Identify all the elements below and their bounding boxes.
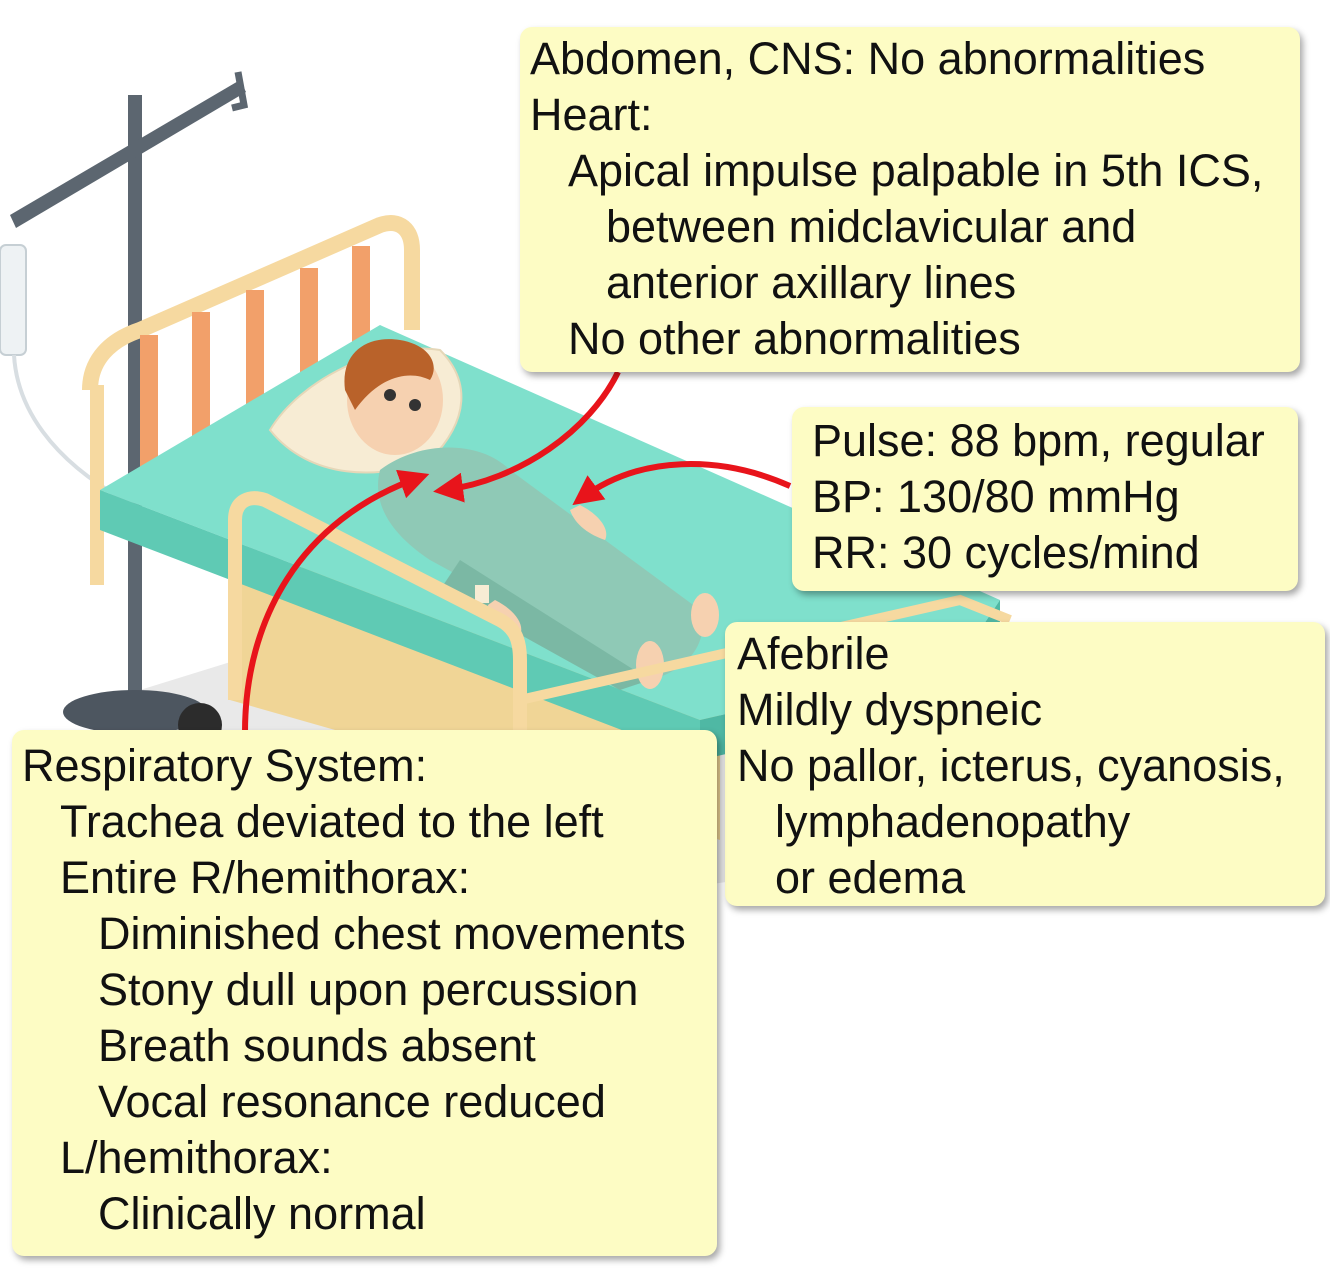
vitals-line-bp: BP: 130/80 mmHg [812, 471, 1180, 522]
arrow-vitals [572, 461, 792, 506]
general-line-dyspneic: Mildly dyspneic [737, 684, 1043, 735]
resp-line-clinically-normal: Clinically normal [98, 1188, 426, 1239]
resp-line-vocal-resonance: Vocal resonance reduced [98, 1076, 606, 1127]
resp-line-chest-movements: Diminished chest movements [98, 908, 686, 959]
exam-line-heart: Heart: [530, 89, 653, 140]
exam-line-axillary: anterior axillary lines [606, 257, 1017, 308]
general-line-afebrile: Afebrile [737, 628, 890, 679]
general-findings-callout: Afebrile Mildly dyspneic No pallor, icte… [725, 622, 1325, 906]
side-rail [228, 491, 1012, 730]
resp-line-left-hemithorax: L/hemithorax: [60, 1132, 333, 1183]
vitals-line-pulse: Pulse: 88 bpm, regular [812, 415, 1265, 466]
exam-line-apical-impulse: Apical impulse palpable in 5th ICS, [568, 145, 1264, 196]
vitals-callout: Pulse: 88 bpm, regular BP: 130/80 mmHg R… [792, 407, 1298, 591]
exam-callout: Abdomen, CNS: No abnormalities Heart: Ap… [520, 27, 1300, 372]
exam-line-midclavicular: between midclavicular and [606, 201, 1137, 252]
resp-line-heading: Respiratory System: [22, 740, 428, 791]
exam-line-abdomen-cns: Abdomen, CNS: No abnormalities [530, 33, 1206, 84]
exam-line-no-other: No other abnormalities [568, 313, 1021, 364]
resp-line-percussion: Stony dull upon percussion [98, 964, 639, 1015]
arrow-respiratory [242, 469, 430, 733]
vitals-line-rr: RR: 30 cycles/mind [812, 527, 1200, 578]
general-line-no-pallor: No pallor, icterus, cyanosis, [737, 740, 1285, 791]
resp-line-trachea: Trachea deviated to the left [60, 796, 604, 847]
arrow-heart [433, 370, 621, 503]
respiratory-callout: Respiratory System: Trachea deviated to … [12, 730, 717, 1256]
general-line-lymphadenopathy: lymphadenopathy [775, 796, 1131, 847]
general-line-edema: or edema [775, 852, 966, 903]
resp-line-breath-sounds: Breath sounds absent [98, 1020, 536, 1071]
resp-line-right-hemithorax: Entire R/hemithorax: [60, 852, 471, 903]
